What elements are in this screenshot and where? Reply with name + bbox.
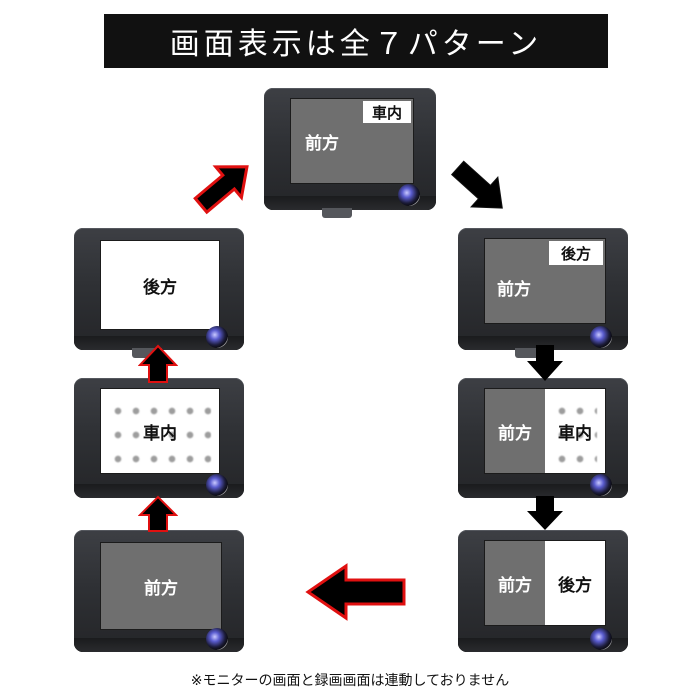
camera-lens-icon xyxy=(590,474,612,496)
screen-front: 前方 後方 xyxy=(484,238,606,324)
label-front: 前方 xyxy=(144,578,178,599)
blurred-dots xyxy=(553,399,597,463)
label-cabin: 車内 xyxy=(371,103,402,122)
camera-lens-icon xyxy=(206,326,228,348)
monitor-pattern-4: 前方 後方 xyxy=(458,530,628,652)
label-front: 前方 xyxy=(305,134,339,154)
split-left-front: 前方 xyxy=(485,541,545,625)
arrow-down-right-icon xyxy=(450,160,503,209)
monitor-pattern-7: 後方 xyxy=(74,228,244,350)
camera-lens-icon xyxy=(206,474,228,496)
label-rear: 後方 xyxy=(560,244,591,263)
monitor-pattern-6: 車内 xyxy=(74,378,244,498)
arrow-down-icon xyxy=(527,496,563,530)
screen-split: 前方 車内 xyxy=(484,388,606,474)
label-rear: 後方 xyxy=(143,277,177,298)
label-front: 前方 xyxy=(498,423,532,444)
arrow-down-icon xyxy=(527,345,563,381)
arrow-up-right-icon xyxy=(193,165,249,215)
screen-split: 前方 後方 xyxy=(484,540,606,626)
monitor-pattern-3: 前方 車内 xyxy=(458,378,628,498)
monitor-pattern-1: 前方 車内 xyxy=(264,88,436,210)
arrow-up-icon xyxy=(138,495,178,532)
camera-lens-icon xyxy=(590,326,612,348)
split-right-cabin: 車内 xyxy=(545,389,605,473)
screen-front: 前方 車内 xyxy=(290,98,414,184)
monitor-pattern-2: 前方 後方 xyxy=(458,228,628,350)
mount-bracket xyxy=(322,208,352,218)
camera-lens-icon xyxy=(398,184,420,206)
split-right-rear: 後方 xyxy=(545,541,605,625)
mount-bracket xyxy=(515,348,545,358)
page-title: 画面表示は全７パターン xyxy=(104,14,608,68)
screen-front: 前方 xyxy=(100,542,222,630)
blurred-dots xyxy=(109,399,211,463)
label-front: 前方 xyxy=(498,575,532,596)
arrow-left-icon xyxy=(305,563,406,621)
inset-cabin: 車内 xyxy=(363,101,411,123)
mount-bracket xyxy=(132,348,162,358)
arrow-up-icon xyxy=(138,344,178,383)
camera-lens-icon xyxy=(206,628,228,650)
screen-rear: 後方 xyxy=(100,240,220,330)
monitor-pattern-5: 前方 xyxy=(74,530,244,652)
inset-rear: 後方 xyxy=(549,241,603,265)
label-cabin: 車内 xyxy=(558,423,592,444)
label-cabin: 車内 xyxy=(143,423,177,444)
footnote: ※モニターの画面と録画画面は連動しておりません xyxy=(190,673,510,689)
camera-lens-icon xyxy=(590,628,612,650)
label-rear: 後方 xyxy=(558,575,592,596)
split-left-front: 前方 xyxy=(485,389,545,473)
label-front: 前方 xyxy=(497,280,531,300)
screen-cabin: 車内 xyxy=(100,388,220,474)
